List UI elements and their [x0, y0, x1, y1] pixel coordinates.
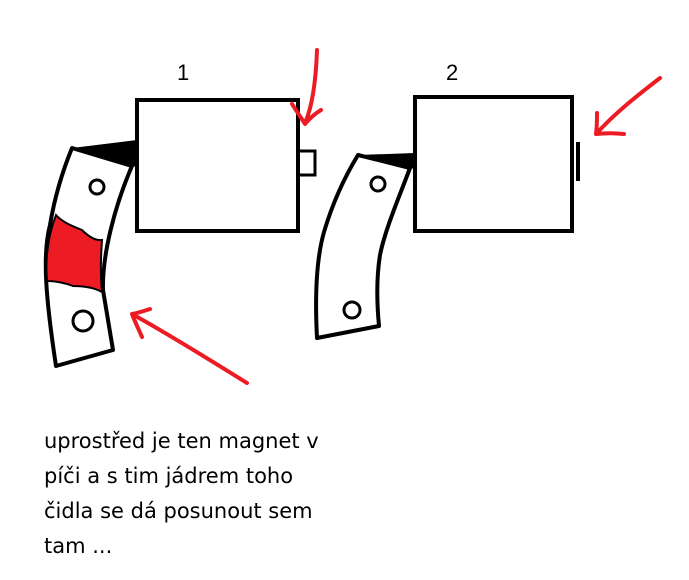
sensor-1-group	[43, 98, 317, 368]
caption-line: píči a s tim jádrem toho	[44, 464, 294, 488]
sensor-1-core-protruding	[296, 149, 317, 177]
sensor-1-magnet	[45, 213, 104, 294]
sensor-2-label: 2	[446, 60, 459, 85]
sensor-2-group	[314, 95, 580, 340]
sensor-2-body	[413, 95, 574, 233]
arrow-magnet-icon	[130, 307, 249, 385]
sensor-1-body	[135, 98, 300, 233]
caption-line: tam ...	[44, 534, 113, 558]
sensor-1-label: 1	[177, 60, 190, 85]
caption-text: uprostřed je ten magnet v píči a s tim j…	[44, 424, 384, 564]
sensor-1-bracket-hole-bottom	[71, 309, 95, 333]
sensor-1-mount-wedge	[72, 140, 137, 167]
sensor-2-bracket-hole-top	[369, 175, 387, 193]
sensor-1-bracket-hole-top	[88, 178, 106, 196]
sensor-2-bracket-hole-bottom	[342, 300, 362, 320]
caption-line: uprostřed je ten magnet v	[44, 429, 319, 453]
arrow-sensor-1-core-icon	[290, 48, 323, 126]
caption-line: čidla se dá posunout sem	[44, 499, 313, 523]
sensor-2-bracket	[314, 153, 412, 340]
arrow-sensor-2-core-icon	[594, 76, 662, 136]
